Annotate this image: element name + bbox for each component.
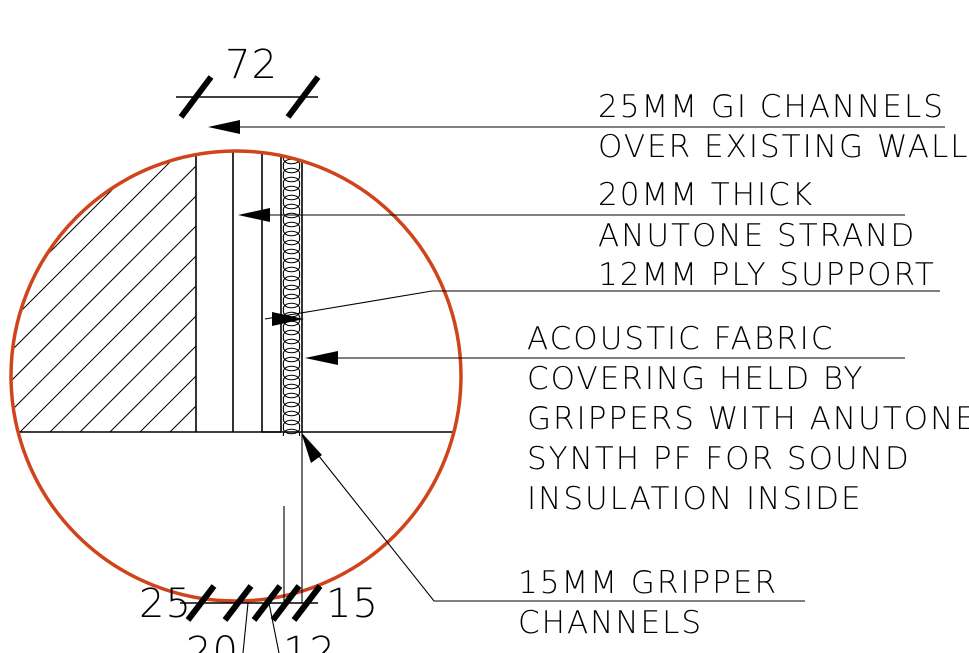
bottom-tick-2 bbox=[222, 584, 254, 622]
dimension-15: 15 bbox=[326, 581, 379, 627]
arrow-gripper-channels bbox=[301, 432, 322, 463]
note-fabric-line3: GRIPPERS WITH ANUTONE bbox=[527, 401, 969, 437]
insulation-loop bbox=[282, 246, 301, 257]
insulation-loop bbox=[282, 282, 301, 293]
hatch-line bbox=[49, 151, 196, 432]
bottom-tick-4 bbox=[270, 584, 302, 622]
insulation-loop bbox=[282, 219, 301, 230]
hatch-line bbox=[11, 151, 181, 432]
leader-20 bbox=[242, 602, 249, 653]
hatch-line bbox=[11, 151, 121, 432]
note-fabric-line4: SYNTH PF FOR SOUND bbox=[527, 441, 911, 477]
insulation-loop bbox=[282, 408, 301, 419]
hatch-line bbox=[11, 151, 196, 432]
insulation-loop bbox=[282, 381, 301, 392]
note-anutone-line1: 20MM THICK bbox=[598, 177, 814, 213]
note-gripper-line2: CHANNELS bbox=[518, 605, 703, 641]
insulation-loop bbox=[282, 354, 301, 365]
hatch-line bbox=[169, 151, 196, 432]
insulation-loop bbox=[282, 201, 301, 212]
note-gi-channels-line2: OVER EXISTING WALL bbox=[598, 129, 969, 165]
insulation-loop bbox=[282, 291, 301, 302]
arrow-anutone bbox=[238, 208, 270, 222]
insulation-loop bbox=[283, 139, 299, 148]
bottom-dimension: 25 15 20 12 bbox=[139, 432, 379, 653]
insulation-loop bbox=[282, 426, 301, 437]
top-dimension: 72 bbox=[176, 42, 321, 119]
insulation-loop bbox=[283, 121, 299, 130]
top-dimension-tick-left bbox=[178, 75, 214, 119]
dimension-20: 20 bbox=[186, 629, 239, 653]
insulation-loop bbox=[282, 183, 301, 194]
insulation-loop bbox=[282, 300, 301, 311]
insulation-loop bbox=[282, 273, 301, 284]
leader-ply-support bbox=[264, 290, 940, 320]
insulation-loop bbox=[282, 237, 301, 248]
dimension-25: 25 bbox=[139, 581, 192, 627]
hatch-line bbox=[200, 92, 540, 432]
detail-circle bbox=[9, 149, 463, 603]
note-fabric-line2: COVERING HELD BY bbox=[527, 361, 864, 397]
hatch-line bbox=[11, 151, 196, 432]
hatch-line bbox=[11, 151, 31, 432]
insulation-loop bbox=[282, 417, 301, 428]
hatch-line bbox=[19, 151, 196, 432]
insulation-loop bbox=[282, 210, 301, 221]
insulation-loop bbox=[282, 165, 301, 176]
note-fabric-line5: INSULATION INSIDE bbox=[527, 481, 863, 517]
insulation-loop bbox=[282, 336, 301, 347]
note-ply-support: 12MM PLY SUPPORT bbox=[598, 257, 936, 293]
leader-12 bbox=[268, 602, 280, 653]
insulation-loop bbox=[282, 399, 301, 410]
arrow-acoustic-fabric bbox=[305, 351, 338, 365]
hatch-line bbox=[79, 151, 196, 432]
insulation-loop bbox=[282, 372, 301, 383]
arrow-ply-support bbox=[272, 312, 304, 326]
insulation-loop bbox=[282, 255, 301, 266]
hatch-line bbox=[11, 151, 61, 432]
insulation-loop bbox=[283, 130, 299, 139]
insulation-loop bbox=[282, 228, 301, 239]
leader-gripper-channels bbox=[302, 435, 805, 602]
arrow-gi-channels bbox=[208, 120, 240, 134]
hatch-line bbox=[11, 151, 91, 432]
insulation-loop bbox=[282, 174, 301, 185]
bottom-tick-5 bbox=[291, 584, 323, 622]
note-fabric-line1: ACOUSTIC FABRIC bbox=[527, 321, 834, 357]
annotation-notes: 25MM GI CHANNELS OVER EXISTING WALL 20MM… bbox=[518, 89, 969, 641]
note-gi-channels-line1: 25MM GI CHANNELS bbox=[598, 89, 945, 125]
leaders bbox=[208, 120, 945, 602]
insulation-loop bbox=[282, 390, 301, 401]
note-anutone-line2: ANUTONE STRAND bbox=[598, 218, 916, 254]
hatch-line bbox=[11, 151, 196, 432]
hatch-line bbox=[11, 151, 196, 432]
note-gripper-line1: 15MM GRIPPER bbox=[518, 565, 778, 601]
top-dimension-tick-right bbox=[285, 75, 321, 119]
insulation-loop bbox=[282, 345, 301, 356]
dimension-72: 72 bbox=[225, 42, 278, 88]
hatch-line bbox=[109, 151, 196, 432]
bottom-tick-1 bbox=[185, 584, 217, 622]
hatch-line bbox=[11, 151, 196, 432]
dimension-12: 12 bbox=[283, 629, 336, 653]
bottom-tick-3 bbox=[251, 584, 283, 622]
insulation-loop bbox=[282, 264, 301, 275]
insulation-loop bbox=[282, 192, 301, 203]
insulation-loop bbox=[282, 363, 301, 374]
hatch-line bbox=[11, 151, 151, 432]
insulation-loop bbox=[282, 327, 301, 338]
